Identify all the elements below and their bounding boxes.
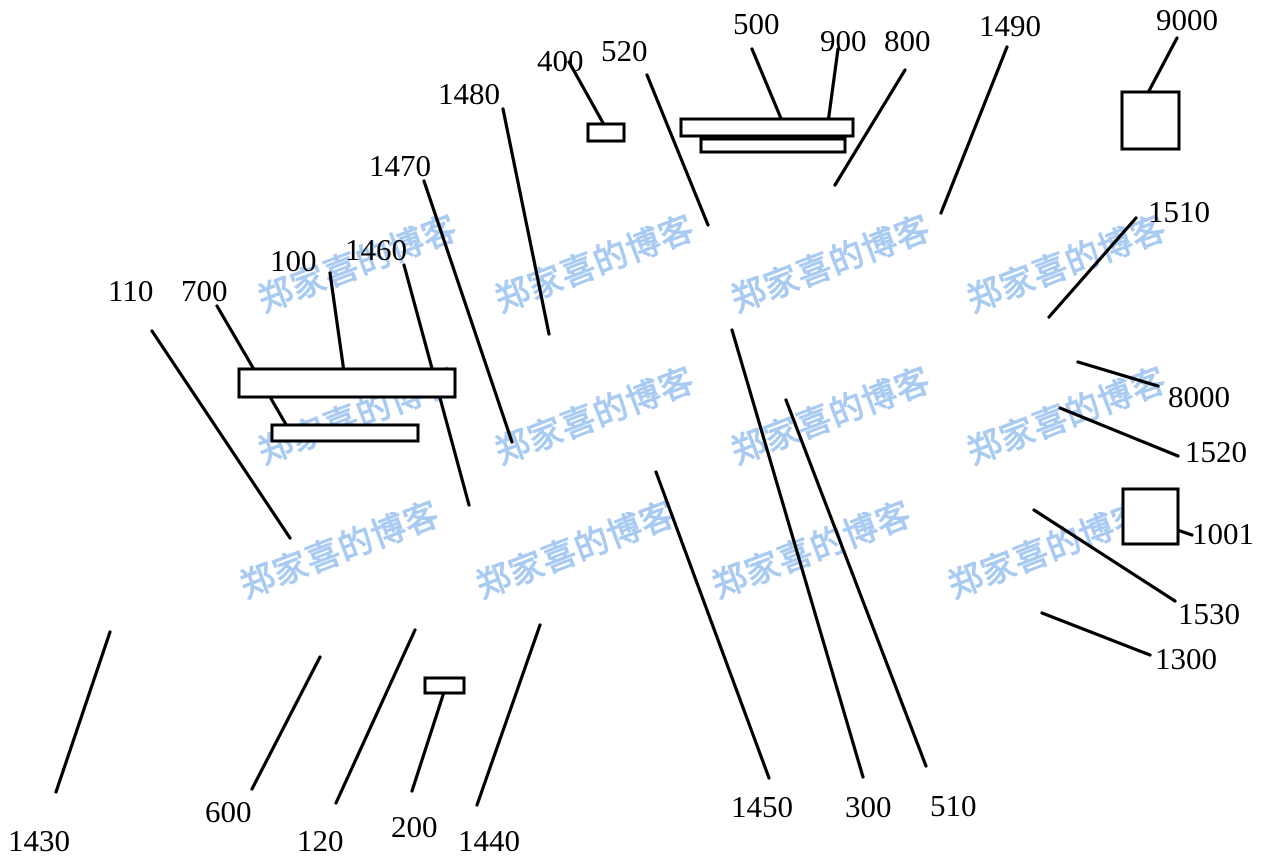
rect-main-lower-top [699, 137, 847, 154]
reference-numeral-1480: 1480 [438, 76, 500, 111]
reference-numeral-500: 500 [733, 6, 780, 41]
reference-numeral-510: 510 [930, 788, 977, 823]
reference-numeral-520: 520 [601, 33, 648, 68]
leader-1470 [422, 179, 514, 444]
leader-110 [150, 329, 292, 540]
leader-1480 [501, 107, 551, 336]
reference-numeral-1460: 1460 [345, 232, 407, 267]
reference-numeral-1520: 1520 [1185, 434, 1247, 469]
reference-numeral-1510: 1510 [1148, 194, 1210, 229]
reference-numeral-900: 900 [820, 23, 867, 58]
leader-510 [784, 398, 928, 768]
rect-main-upper-left [237, 367, 457, 399]
leader-1440 [475, 623, 542, 807]
square-9000 [1120, 90, 1181, 151]
reference-numeral-600: 600 [205, 794, 252, 829]
leader-600 [250, 655, 322, 791]
leader-1430 [54, 630, 112, 794]
leader-1490 [939, 45, 1009, 215]
square-1001 [1121, 487, 1180, 546]
leader-120 [334, 628, 417, 805]
leader-100 [328, 271, 347, 381]
rect-main-upper-top [679, 117, 855, 138]
leader-400 [567, 60, 609, 132]
reference-numeral-1450: 1450 [731, 789, 793, 824]
reference-numeral-700: 700 [181, 273, 228, 308]
leader-8000 [1076, 360, 1160, 388]
reference-numeral-1470: 1470 [369, 148, 431, 183]
rect-small-200 [423, 676, 466, 695]
reference-numeral-100: 100 [270, 243, 317, 278]
reference-numeral-1001: 1001 [1192, 516, 1254, 551]
leader-800 [833, 68, 907, 187]
leader-1450 [654, 470, 771, 780]
reference-numeral-8000: 8000 [1168, 379, 1230, 414]
leader-1510 [1047, 216, 1138, 319]
reference-numeral-1300: 1300 [1155, 641, 1217, 676]
leader-1520 [1058, 406, 1180, 458]
leader-500 [750, 47, 787, 130]
leader-200 [410, 690, 446, 793]
reference-numeral-1530: 1530 [1178, 596, 1240, 631]
reference-numeral-1440: 1440 [458, 823, 520, 858]
reference-numeral-9000: 9000 [1156, 2, 1218, 37]
reference-numeral-1490: 1490 [979, 8, 1041, 43]
reference-numeral-200: 200 [391, 809, 438, 844]
reference-numeral-110: 110 [108, 273, 154, 308]
rectangles-group [237, 90, 1181, 695]
reference-numeral-800: 800 [884, 23, 931, 58]
reference-numeral-400: 400 [537, 43, 584, 78]
reference-numeral-300: 300 [845, 789, 892, 824]
leader-1530 [1032, 508, 1177, 603]
rect-main-lower-left [270, 423, 420, 443]
reference-numeral-1430: 1430 [8, 823, 70, 858]
reference-numeral-120: 120 [297, 823, 344, 858]
leader-520 [645, 73, 710, 227]
leader-1300 [1040, 611, 1152, 657]
leader-300 [730, 328, 865, 779]
rect-small-400 [586, 122, 626, 143]
